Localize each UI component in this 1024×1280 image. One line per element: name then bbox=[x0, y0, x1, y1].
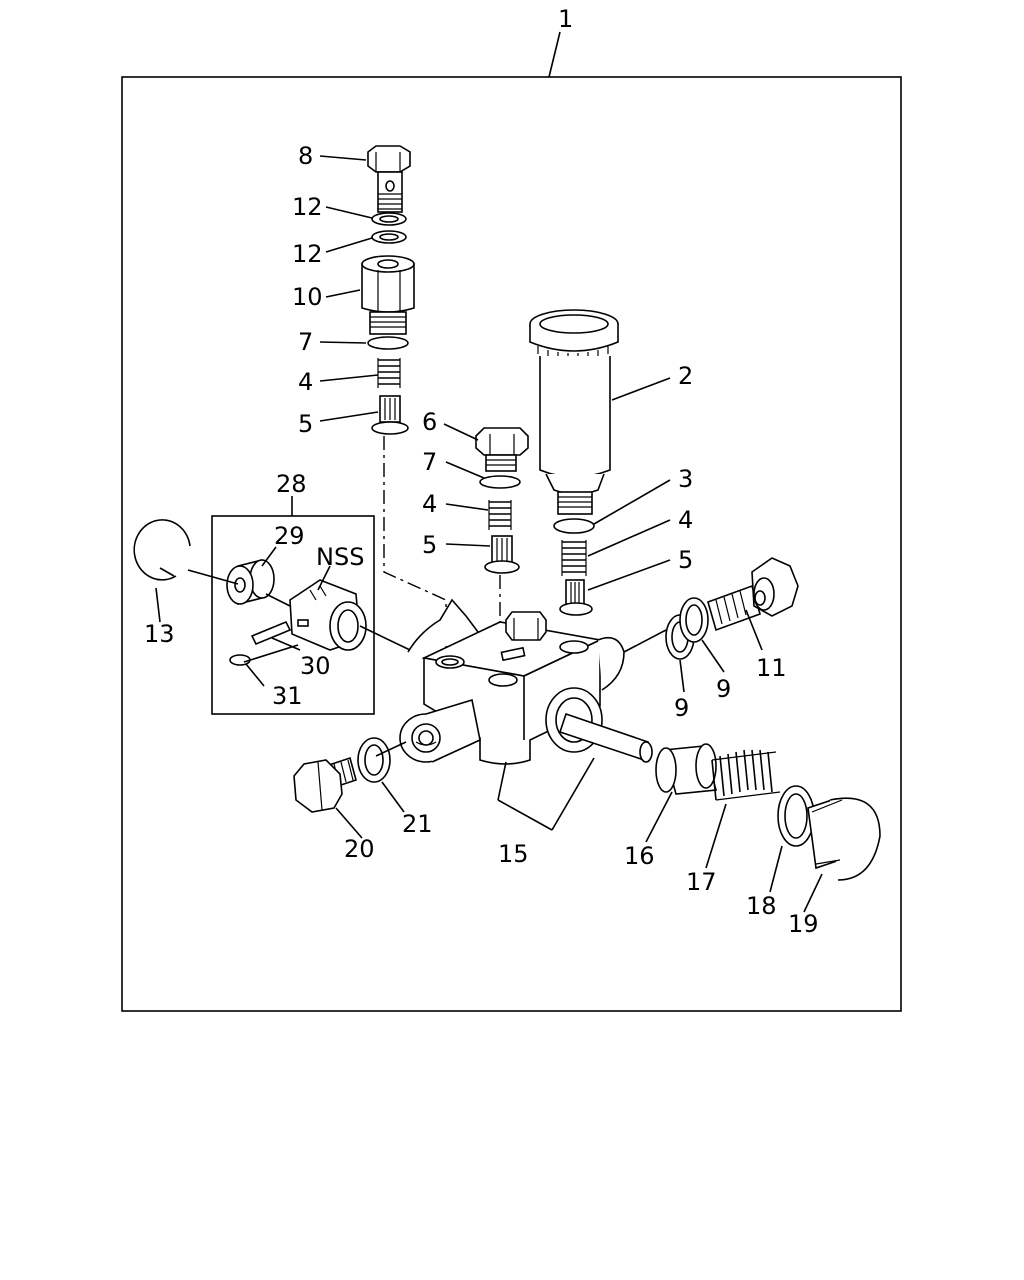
leader-15c bbox=[551, 757, 595, 831]
part-16-plunger-rod bbox=[558, 712, 653, 763]
part-5-valve-middle bbox=[484, 535, 520, 574]
part-5-valve-left bbox=[371, 395, 409, 435]
callout-6: 6 bbox=[422, 408, 437, 436]
callout-18: 18 bbox=[746, 892, 777, 920]
callout-12-upper: 12 bbox=[292, 193, 323, 221]
callout-5-left: 5 bbox=[298, 410, 313, 438]
callout-7-middle: 7 bbox=[422, 448, 437, 476]
callout-1: 1 bbox=[558, 5, 573, 33]
part-18-gasket bbox=[777, 785, 815, 847]
part-2-strainer bbox=[529, 309, 619, 515]
leader-15a bbox=[497, 761, 507, 801]
leader-15b bbox=[497, 799, 553, 831]
callout-11: 11 bbox=[756, 654, 787, 682]
part-17-spring bbox=[711, 749, 781, 801]
callout-7-left: 7 bbox=[298, 328, 313, 356]
part-16-piston bbox=[655, 743, 718, 795]
part-4-spring-right bbox=[561, 540, 587, 576]
callout-16: 16 bbox=[624, 842, 655, 870]
callout-4-right: 4 bbox=[678, 506, 693, 534]
callout-5-middle: 5 bbox=[422, 531, 437, 559]
callout-15: 15 bbox=[498, 840, 529, 868]
callout-30: 30 bbox=[300, 652, 331, 680]
part-13-snap-ring bbox=[133, 519, 191, 581]
part-12-washer-lower bbox=[371, 230, 407, 244]
part-19-cap-nut bbox=[807, 797, 881, 881]
part-21-washer bbox=[357, 737, 391, 783]
part-9-washer-outer bbox=[679, 597, 709, 643]
callout-12-lower: 12 bbox=[292, 240, 323, 268]
callout-8: 8 bbox=[298, 142, 313, 170]
callout-19: 19 bbox=[788, 910, 819, 938]
part-5-valve-right bbox=[559, 579, 593, 616]
part-20-plug bbox=[293, 756, 357, 813]
callout-9-inner: 9 bbox=[674, 694, 689, 722]
callout-5-right: 5 bbox=[678, 546, 693, 574]
alignment-line-left bbox=[383, 436, 447, 658]
callout-4-middle: 4 bbox=[422, 490, 437, 518]
leader-1 bbox=[548, 31, 561, 78]
part-29-bushing bbox=[226, 558, 275, 606]
callout-28: 28 bbox=[276, 470, 307, 498]
callout-13: 13 bbox=[144, 620, 175, 648]
part-nss-housing bbox=[289, 579, 367, 651]
callout-31: 31 bbox=[272, 682, 303, 710]
part-4-spring-left bbox=[377, 358, 401, 388]
callout-3: 3 bbox=[678, 465, 693, 493]
part-31-retainer bbox=[229, 654, 251, 666]
part-6-plug bbox=[475, 427, 529, 472]
callout-10: 10 bbox=[292, 283, 323, 311]
callout-21: 21 bbox=[402, 810, 433, 838]
part-10-holder bbox=[361, 255, 415, 335]
callout-20: 20 bbox=[344, 835, 375, 863]
callout-4-left: 4 bbox=[298, 368, 313, 396]
leader-lines bbox=[155, 155, 823, 913]
callout-29: 29 bbox=[274, 522, 305, 550]
callout-2: 2 bbox=[678, 362, 693, 390]
part-4-spring-middle bbox=[488, 500, 512, 530]
callout-17: 17 bbox=[686, 868, 717, 896]
part-7-oring-middle bbox=[479, 475, 521, 489]
callout-9-outer: 9 bbox=[716, 675, 731, 703]
part-3-oring-right bbox=[553, 518, 595, 534]
part-11-hollow-bolt bbox=[707, 557, 799, 632]
part-30-pin bbox=[250, 620, 292, 646]
subassembly-frame bbox=[211, 515, 375, 715]
part-12-washer-upper bbox=[371, 212, 407, 226]
nss-label: NSS bbox=[316, 543, 364, 571]
part-7-oring-left bbox=[367, 336, 409, 350]
part-8-bolt bbox=[367, 145, 411, 213]
assembly-frame bbox=[121, 76, 902, 1012]
